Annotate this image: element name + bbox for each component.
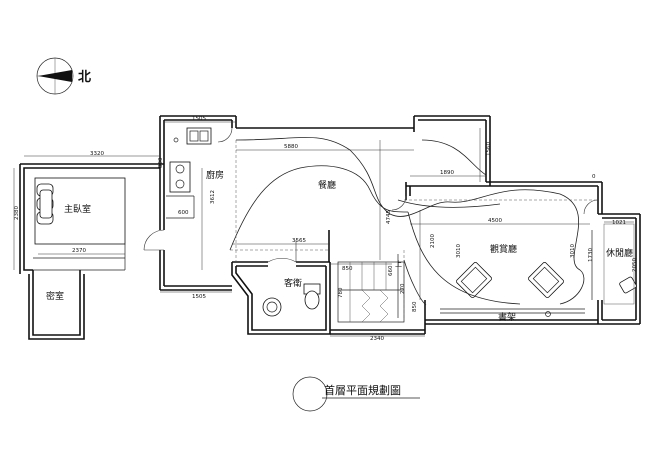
- stair-up-mark: 上: [395, 259, 402, 268]
- dim-3010-b: 3010: [570, 244, 576, 258]
- dim-1560: 1560: [486, 142, 492, 156]
- dimension-lines: [13, 121, 634, 337]
- dim-3320: 3320: [90, 151, 104, 157]
- room-label-dining: 餐廳: [318, 179, 336, 191]
- room-label-lounge: 休閒廳: [606, 247, 633, 259]
- dim-1730: 1730: [588, 248, 594, 262]
- dim-3565: 3565: [292, 238, 306, 244]
- room-label-master-bedroom: 主臥室: [64, 203, 91, 215]
- dim-1505-top: 1505: [192, 116, 206, 122]
- dim-1505-bottom: 1505: [192, 294, 206, 300]
- armchairs: [440, 223, 637, 317]
- ceiling-curves: [229, 137, 585, 306]
- bath-fixtures: [262, 283, 321, 317]
- room-label-bookshelf: 書架: [498, 311, 516, 323]
- dim-3612: 3612: [210, 190, 216, 204]
- dim-2380: 2380: [14, 206, 20, 220]
- dim-850: 850: [342, 266, 353, 272]
- dim-1021: 1021: [612, 220, 626, 226]
- dim-2370: 2370: [72, 248, 86, 254]
- dim-2340: 2340: [370, 336, 384, 342]
- dim-850b: 850: [412, 301, 418, 312]
- dim-2050: 2050: [632, 258, 638, 272]
- room-label-living: 觀賞廳: [490, 243, 517, 255]
- title-circle: [292, 376, 328, 412]
- room-label-storage: 密室: [46, 290, 64, 302]
- dim-660: 660: [388, 265, 394, 276]
- dim-3010-a: 3010: [456, 244, 462, 258]
- north-arrow-icon: [36, 57, 74, 95]
- north-label: 北: [78, 70, 91, 85]
- walls: [19, 115, 641, 340]
- dim-5880: 5880: [284, 144, 298, 150]
- room-label-guest-bath: 客衛: [284, 277, 302, 289]
- dim-4745: 4745: [386, 210, 392, 224]
- dim-800: 800: [158, 157, 164, 168]
- dim-2100: 2100: [430, 234, 436, 248]
- dim-4500: 4500: [488, 218, 502, 224]
- dim-1890: 1890: [440, 170, 454, 176]
- kitchen-fixtures: [166, 127, 212, 219]
- dim-600: 600: [178, 210, 189, 216]
- dim-0: 0: [592, 174, 596, 180]
- plan-title: 首層平面規劃圖: [324, 383, 401, 397]
- bed: [34, 177, 126, 245]
- dim-270: 270: [400, 283, 406, 294]
- dashed-lines: [230, 140, 598, 320]
- room-label-kitchen: 廚房: [206, 169, 224, 181]
- dim-780: 780: [338, 287, 344, 298]
